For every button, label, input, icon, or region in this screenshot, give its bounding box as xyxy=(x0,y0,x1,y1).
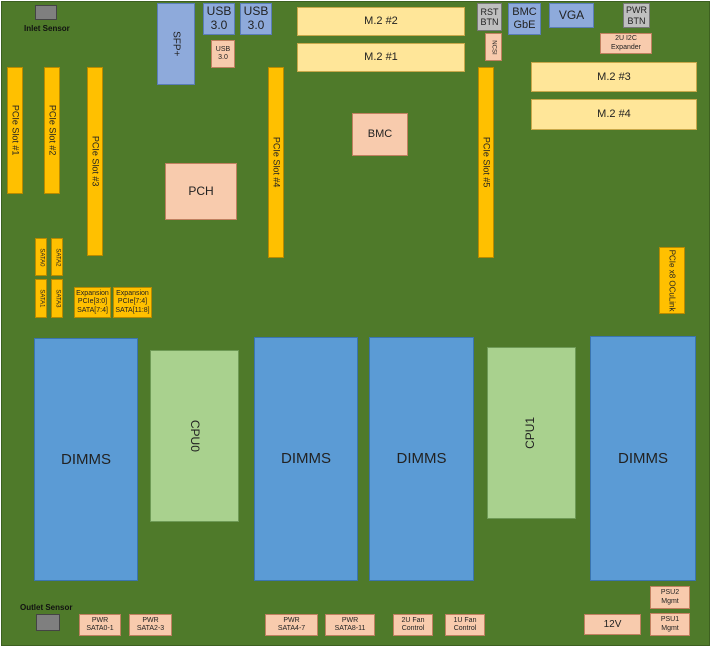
dimm-bank-1: DIMMS xyxy=(34,338,138,581)
sata-3: SATA3 xyxy=(51,279,63,318)
pcie-slot-5: PCIe Slot #5 xyxy=(478,67,494,258)
cpu1: CPU1 xyxy=(487,347,576,519)
m2-slot-1: M.2 #1 xyxy=(297,43,465,72)
i2c-expander-header: 2U I2C Expander xyxy=(600,33,652,54)
ncsi-header: NCSI xyxy=(485,33,502,61)
inlet-sensor xyxy=(35,5,57,20)
power-12v-connector: 12V xyxy=(584,614,641,635)
pch-chip: PCH xyxy=(165,163,237,220)
sata-1: SATA1 xyxy=(35,279,47,318)
dimm-bank-3: DIMMS xyxy=(369,337,474,581)
power-button: PWR BTN xyxy=(623,3,650,28)
bmc-gbe-port: BMC GbE xyxy=(508,3,541,35)
cpu0: CPU0 xyxy=(150,350,239,522)
m2-slot-4: M.2 #4 xyxy=(531,99,697,130)
dimm-bank-4: DIMMS xyxy=(590,336,696,581)
outlet-sensor xyxy=(36,614,60,631)
pcie-oculink-connector: PCIe x8 OCuLink xyxy=(659,247,685,314)
dimm-bank-2: DIMMS xyxy=(254,337,358,581)
pcie-slot-2: PCIe Slot #2 xyxy=(44,67,60,194)
pcie-slot-1: PCIe Slot #1 xyxy=(7,67,23,194)
sata-0: SATA0 xyxy=(35,238,47,276)
usb-header: USB 3.0 xyxy=(211,40,235,68)
inlet-sensor-label: Inlet Sensor xyxy=(24,24,70,33)
sata-2: SATA2 xyxy=(51,238,63,276)
m2-slot-3: M.2 #3 xyxy=(531,62,697,92)
reset-button: RST BTN xyxy=(477,3,502,31)
m2-slot-2: M.2 #2 xyxy=(297,7,465,36)
pcie-slot-4: PCIe Slot #4 xyxy=(268,67,284,258)
pcie-slot-3: PCIe Slot #3 xyxy=(87,67,103,256)
vga-port: VGA xyxy=(549,3,594,28)
usb-port-2: USB 3.0 xyxy=(240,3,272,35)
bmc-chip: BMC xyxy=(352,113,408,156)
sfp-port: SFP+ xyxy=(157,3,195,85)
outlet-sensor-label: Outlet Sensor xyxy=(20,603,73,612)
usb-port-1: USB 3.0 xyxy=(203,3,235,35)
